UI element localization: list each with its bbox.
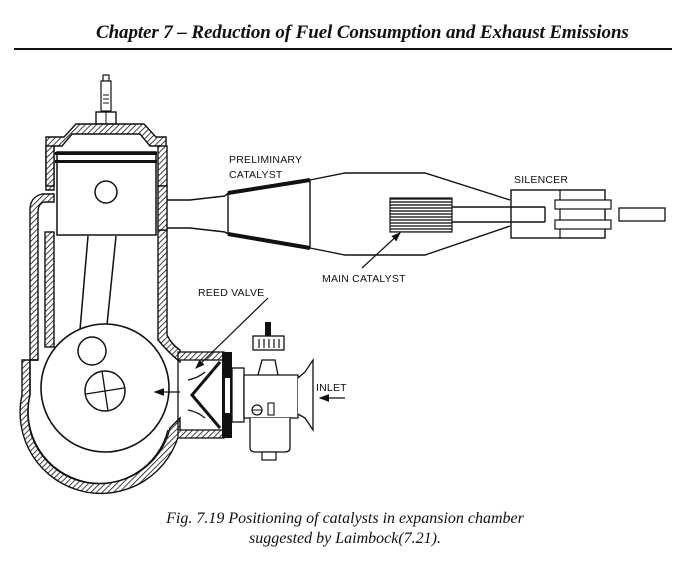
label-reed-valve: REED VALVE — [198, 287, 264, 299]
label-preliminary-catalyst-line2: CATALYST — [229, 169, 283, 181]
main-catalyst-pointer — [361, 232, 401, 269]
tailpipe — [452, 206, 546, 223]
silencer — [510, 189, 666, 239]
carburettor — [231, 322, 314, 461]
label-silencer: SILENCER — [514, 174, 568, 186]
label-inlet: INLET — [316, 382, 347, 394]
expansion-chamber — [309, 172, 511, 256]
reed-valve — [177, 351, 232, 439]
cylinder-wall-right — [157, 145, 168, 187]
spark-plug — [95, 74, 117, 125]
header-rule — [14, 48, 672, 50]
transfer-port-inner-wall — [44, 231, 55, 348]
figure-caption-line2: suggested by Laimbock(7.21). — [249, 530, 441, 547]
crankcase-wall-right — [157, 229, 181, 364]
figure-caption-line1: Fig. 7.19 Positioning of catalysts in ex… — [166, 510, 524, 527]
reed-valve-pointer — [195, 297, 269, 369]
piston — [55, 151, 157, 236]
preliminary-catalyst — [224, 178, 311, 250]
cylinder-wall-left — [45, 145, 55, 187]
label-main-catalyst: MAIN CATALYST — [322, 273, 406, 285]
connecting-rod — [79, 235, 117, 331]
crankshaft — [40, 323, 170, 453]
exhaust-pipe — [167, 195, 226, 233]
main-catalyst — [389, 197, 453, 233]
cylinder-wall-lower-right — [157, 185, 168, 231]
label-preliminary-catalyst-line1: PRELIMINARY — [229, 154, 302, 166]
transfer-port — [29, 193, 55, 361]
chapter-header: Chapter 7 – Reduction of Fuel Consumptio… — [96, 22, 629, 43]
